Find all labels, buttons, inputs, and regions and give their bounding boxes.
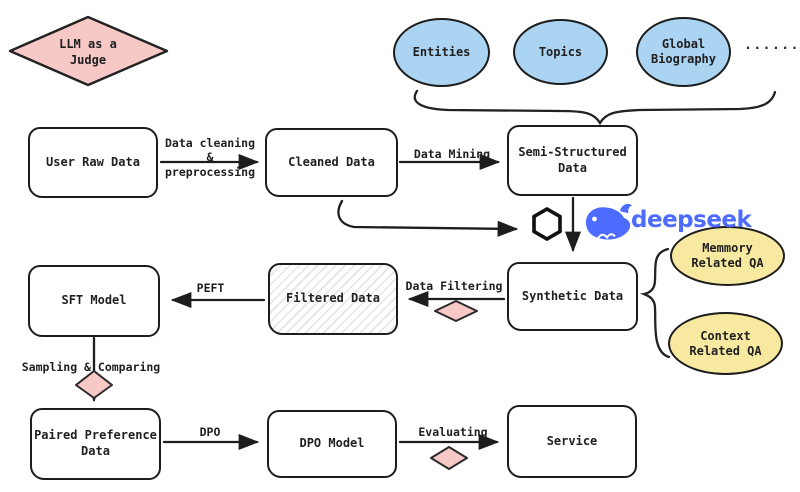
node-dpo-model: DPO Model — [267, 410, 397, 478]
node-synthetic-data: Synthetic Data — [507, 262, 638, 331]
topic-ellipse-entities: Entities — [393, 18, 490, 87]
decision-diamond-sampling — [75, 370, 113, 399]
openai-logo-icon — [532, 207, 562, 241]
deepseek-whale-icon — [585, 203, 632, 240]
brace-topics-icon — [413, 89, 777, 126]
edge-label-evaluating: Evaluating — [418, 425, 488, 439]
edge-label-dpo: DPO — [199, 425, 221, 439]
qa-ellipse-context: Context Related QA — [668, 312, 783, 375]
edge-label-sampling: Sampling & Comparing — [21, 360, 161, 374]
ellipsis-dots: ...... — [744, 38, 800, 53]
qa-ellipse-memory: Memmory Related QA — [670, 226, 785, 286]
node-filtered-data: Filtered Data — [268, 263, 398, 335]
deepseek-wordmark: deepseek — [631, 207, 752, 233]
node-sft-model: SFT Model — [28, 265, 160, 337]
judge-diamond-label: LLM as a Judge — [59, 37, 117, 67]
node-cleaned-data: Cleaned Data — [265, 128, 398, 197]
topic-ellipse-global-biography: Global Biography — [636, 17, 731, 87]
node-semi-structured-data: Semi-Structured Data — [507, 125, 638, 196]
decision-diamond-evaluating — [430, 446, 468, 470]
edge-label-peft: PEFT — [196, 281, 225, 295]
decision-diamond-filtering — [434, 300, 478, 322]
edge-label-filtering: Data Filtering — [405, 279, 503, 293]
arrow-cleaned-to-llm — [337, 199, 519, 237]
edge-label-cleaning: Data cleaning & preprocessing — [164, 136, 255, 179]
topic-ellipse-topics: Topics — [513, 19, 608, 85]
node-service: Service — [507, 405, 637, 478]
judge-diamond — [8, 15, 169, 87]
node-user-raw-data: User Raw Data — [28, 127, 158, 198]
node-paired-preference-data: Paired Preference Data — [30, 408, 161, 480]
edge-label-mining: Data Mining — [413, 147, 491, 161]
brace-qa-icon — [639, 247, 671, 359]
